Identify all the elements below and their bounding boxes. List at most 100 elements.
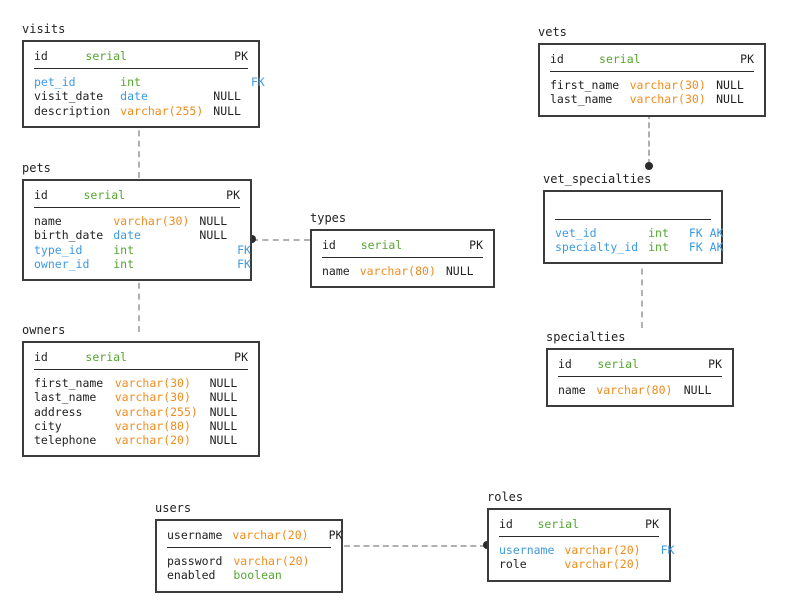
column-null: NULL [683, 383, 712, 398]
column-null: NULL [209, 404, 238, 419]
column-name: name [322, 264, 350, 279]
column-type: int [648, 226, 669, 240]
column-type: varchar(255) [120, 103, 204, 118]
column-key: FK [237, 242, 251, 257]
column-name: vet_id [555, 226, 597, 240]
table-vets[interactable]: vets id serial PK first_name varchar(30)… [538, 25, 766, 117]
column-type: int [113, 256, 135, 271]
column-key: PK [469, 238, 483, 252]
table-header-users: username varchar(20) PK [167, 528, 342, 542]
table-specialties[interactable]: specialties id serial PK name varchar(80… [546, 330, 734, 408]
column-null: NULL [209, 418, 238, 433]
table-types[interactable]: types id serial PK name varchar(80) NULL [310, 211, 495, 289]
column-name: first_name [550, 78, 620, 93]
column-name: name [34, 214, 62, 229]
header-separator [34, 68, 248, 70]
connector-pets-owners [138, 272, 140, 332]
table-label-users: users [155, 501, 192, 515]
table-header-specialties: id serial PK [558, 357, 722, 371]
table-row: name varchar(80) NULL [558, 383, 722, 397]
table-roles[interactable]: roles id serial PK username varchar(20) … [487, 490, 674, 582]
column-null [190, 188, 211, 202]
table-box-users: username varchar(20) PK password varchar… [155, 519, 343, 593]
connector-visits-pets [138, 120, 140, 178]
table-visits[interactable]: visits id serial PK pet_id int FK [22, 22, 265, 128]
table-row: description varchar(255) NULL [34, 104, 265, 118]
table-row: visit_date date NULL [34, 89, 265, 103]
table-header-owners: id serial PK [34, 350, 248, 364]
column-name: name [558, 383, 586, 398]
table-row: enabled boolean [167, 568, 331, 582]
column-type: varchar(20) [564, 543, 641, 558]
table-box-types: id serial PK name varchar(80) NULL [310, 229, 495, 289]
header-separator [550, 71, 754, 73]
column-type: varchar(80) [359, 264, 436, 279]
column-key [251, 104, 265, 118]
column-name: enabled [167, 568, 216, 583]
table-vet-specialties[interactable]: vet_specialties vet_id int FK AK special… [543, 172, 724, 265]
column-null: NULL [209, 376, 238, 391]
column-name: first_name [34, 376, 104, 391]
table-owners[interactable]: owners id serial PK first_name varchar(3… [22, 323, 260, 458]
table-row: first_name varchar(30) NULL [34, 376, 248, 390]
table-header-row: id serial PK [34, 49, 248, 63]
column-type: varchar(30) [629, 78, 706, 93]
table-pets[interactable]: pets id serial PK name varchar(30) NULL [22, 161, 252, 282]
column-type: serial [83, 188, 126, 202]
column-name: username [167, 528, 223, 542]
column-key: PK [328, 528, 343, 542]
table-users[interactable]: users username varchar(20) PK password v… [155, 501, 343, 593]
column-null: NULL [716, 92, 744, 107]
column-key: FK [250, 75, 265, 90]
table-body-pets: name varchar(30) NULL birth_date date NU… [34, 214, 251, 271]
header-separator [34, 207, 240, 209]
table-label-roles: roles [487, 490, 524, 504]
column-key: FK AK [688, 226, 724, 240]
column-key [661, 557, 675, 571]
column-name: telephone [34, 433, 97, 448]
table-row: role varchar(20) [499, 557, 674, 571]
column-type: serial [85, 350, 127, 364]
header-separator [558, 376, 722, 378]
column-type: int [113, 242, 135, 257]
column-type: date [113, 228, 141, 243]
column-null: NULL [445, 264, 474, 279]
column-type: varchar(30) [114, 390, 191, 405]
column-type: serial [599, 52, 641, 66]
column-type: boolean [233, 568, 282, 583]
column-name: id [550, 52, 564, 66]
table-header-row: id serial PK [550, 52, 754, 66]
header-separator [322, 257, 483, 259]
table-body-visits: pet_id int FK visit_date date NULL descr… [34, 75, 265, 118]
column-type: varchar(80) [114, 418, 191, 433]
table-label-owners: owners [22, 323, 66, 337]
column-key: PK [645, 517, 659, 531]
column-null [683, 357, 700, 371]
column-key: FK AK [688, 240, 724, 255]
column-null [679, 226, 689, 240]
table-header-row: username varchar(20) PK [167, 528, 342, 542]
table-row: username varchar(20) FK [499, 543, 674, 557]
connector-dot-pets-types [248, 235, 256, 243]
table-body-roles: username varchar(20) FK role varchar(20) [499, 543, 674, 571]
table-box-roles: id serial PK username varchar(20) FK rol… [487, 508, 674, 582]
table-row: pet_id int FK [34, 75, 265, 89]
column-null [197, 350, 219, 364]
table-body-owners: first_name varchar(30) NULL last_name va… [34, 376, 248, 447]
column-null [651, 543, 661, 557]
column-name: username [499, 543, 555, 558]
column-key: PK [234, 350, 248, 364]
column-name: birth_date [34, 228, 104, 243]
column-name: id [322, 238, 336, 252]
table-header-row: id serial PK [34, 188, 240, 202]
column-null [705, 52, 726, 66]
table-label-vets: vets [538, 25, 567, 39]
column-null: NULL [209, 390, 238, 405]
table-label-vet-specialties: vet_specialties [543, 172, 652, 186]
table-row: first_name varchar(30) NULL [550, 78, 754, 92]
table-body-vets: first_name varchar(30) NULL last_name va… [550, 78, 754, 106]
column-key: FK [660, 543, 675, 558]
table-label-specialties: specialties [546, 330, 626, 344]
column-name: type_id [34, 242, 83, 257]
